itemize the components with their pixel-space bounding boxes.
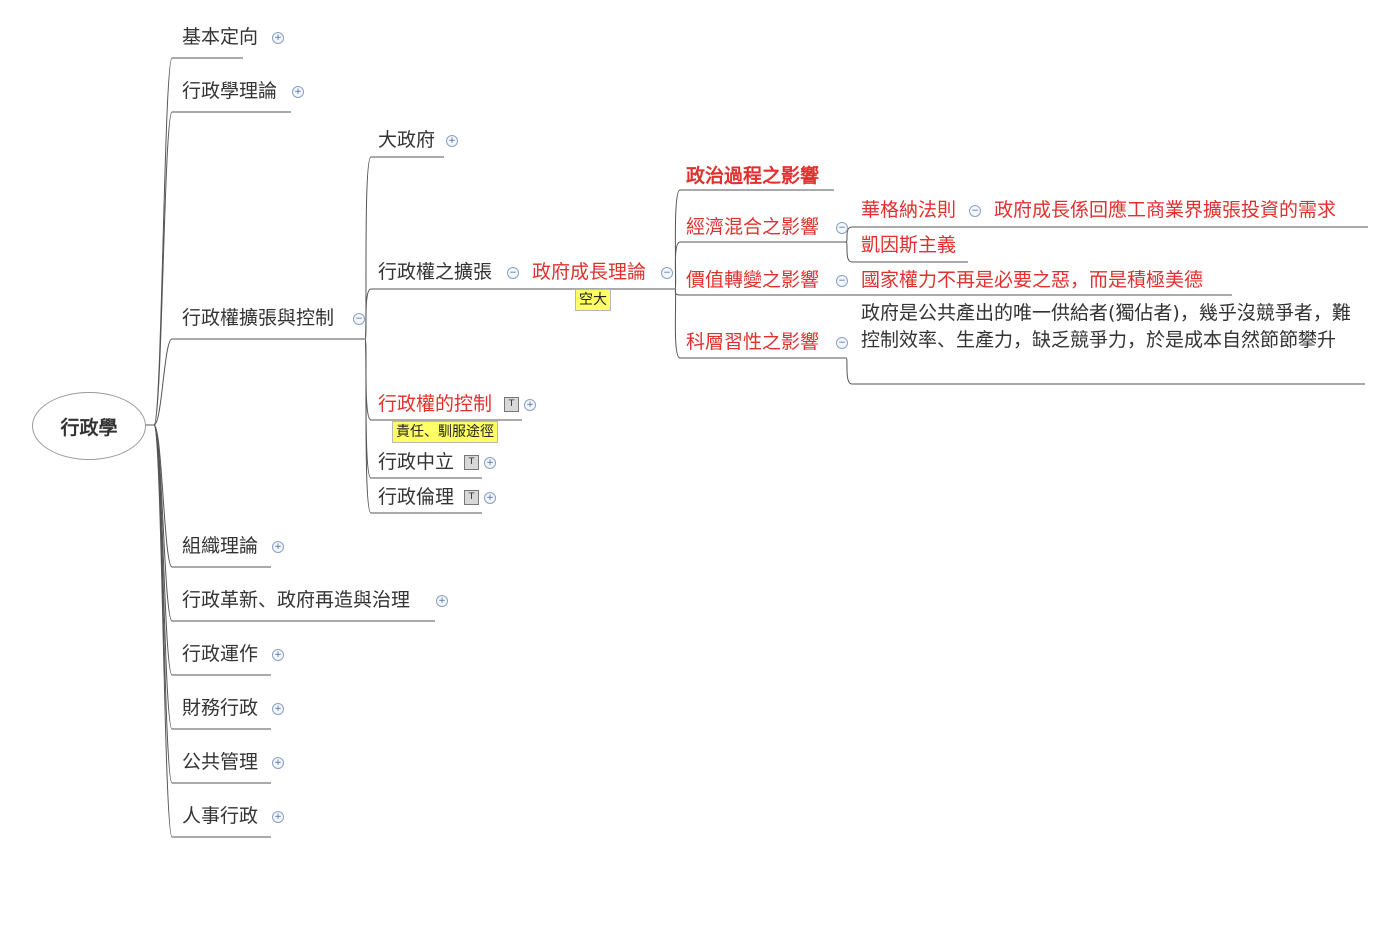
connector-line-l5-0 xyxy=(845,226,980,243)
node-keynesianism[interactable]: 凱因斯主義 xyxy=(861,234,957,256)
connector-line-l4-3 xyxy=(674,288,846,359)
expand-icon[interactable]: + xyxy=(272,811,284,823)
connector-line-l4-1 xyxy=(674,241,846,290)
expand-icon[interactable]: + xyxy=(272,649,284,661)
collapse-icon[interactable]: − xyxy=(661,267,673,279)
node-basic-orientation[interactable]: 基本定向 xyxy=(182,26,259,48)
expand-icon[interactable]: + xyxy=(436,595,448,607)
node-bureaucratic-habit[interactable]: 科層習性之影響 xyxy=(686,331,820,353)
expand-icon[interactable]: + xyxy=(272,541,284,553)
connector-line-l1-0 xyxy=(153,57,243,426)
node-personnel-admin[interactable]: 人事行政 xyxy=(182,805,259,827)
collapse-icon[interactable]: − xyxy=(836,222,848,234)
connector-line-l2-4 xyxy=(364,338,482,514)
node-executive-control[interactable]: 行政權的控制 xyxy=(378,393,493,415)
node-label-tag: 空大 xyxy=(575,289,611,311)
collapse-icon[interactable]: − xyxy=(507,267,519,279)
node-executive-power[interactable]: 行政權擴張與控制 xyxy=(182,307,335,329)
expand-icon[interactable]: + xyxy=(292,86,304,98)
node-mixed-economy[interactable]: 經濟混合之影響 xyxy=(686,216,820,238)
node-big-government[interactable]: 大政府 xyxy=(378,129,436,151)
collapse-icon[interactable]: − xyxy=(836,337,848,349)
connector-line-l5-1 xyxy=(845,241,968,263)
expand-icon[interactable]: + xyxy=(272,32,284,44)
expand-icon[interactable]: + xyxy=(484,492,496,504)
connector-line-l1-6 xyxy=(153,424,271,730)
connector-line-l5-3 xyxy=(845,357,1365,385)
node-admin-reform[interactable]: 行政革新、政府再造與治理 xyxy=(182,589,411,611)
node-value-shift[interactable]: 價值轉變之影響 xyxy=(686,269,820,291)
node-state-power-virtue[interactable]: 國家權力不再是必要之惡，而是積極美德 xyxy=(861,269,1204,291)
connector-line-l1-8 xyxy=(153,424,271,838)
node-government-growth[interactable]: 政府成長理論 xyxy=(532,261,647,283)
expand-icon[interactable]: + xyxy=(272,757,284,769)
connector-line-l2-1 xyxy=(364,288,512,340)
root-node[interactable]: 行政學 xyxy=(32,392,146,460)
node-admin-neutrality[interactable]: 行政中立 xyxy=(378,451,455,473)
collapse-icon[interactable]: − xyxy=(353,313,365,325)
node-admin-theory[interactable]: 行政學理論 xyxy=(182,80,278,102)
node-admin-operation[interactable]: 行政運作 xyxy=(182,643,259,665)
node-financial-admin[interactable]: 財務行政 xyxy=(182,697,259,719)
expand-icon[interactable]: + xyxy=(524,399,536,411)
node-executive-expansion[interactable]: 行政權之擴張 xyxy=(378,261,493,283)
note-icon[interactable]: T xyxy=(504,397,519,412)
collapse-icon[interactable]: − xyxy=(969,205,981,217)
node-government-monopoly[interactable]: 政府是公共產出的唯一供給者(獨佔者)，幾乎沒競爭者，難控制效率、生產力，缺乏競爭… xyxy=(861,302,1351,351)
collapse-icon[interactable]: − xyxy=(836,275,848,287)
node-business-expansion-demand[interactable]: 政府成長係回應工商業界擴張投資的需求 xyxy=(994,199,1337,221)
expand-icon[interactable]: + xyxy=(446,135,458,147)
expand-icon[interactable]: + xyxy=(272,703,284,715)
node-label-tag: 責任、馴服途徑 xyxy=(392,421,498,443)
node-organization-theory[interactable]: 組織理論 xyxy=(182,535,259,557)
connector-line-l2-0 xyxy=(364,156,444,340)
node-political-process[interactable]: 政治過程之影響 xyxy=(686,165,820,187)
connector-line-l1-2 xyxy=(153,338,365,426)
node-admin-ethics[interactable]: 行政倫理 xyxy=(378,486,455,508)
node-public-management[interactable]: 公共管理 xyxy=(182,751,259,773)
note-icon[interactable]: T xyxy=(464,455,479,470)
connector-line-l1-1 xyxy=(153,111,291,426)
node-wagner-law[interactable]: 華格納法則 xyxy=(861,199,957,221)
note-icon[interactable]: T xyxy=(464,490,479,505)
expand-icon[interactable]: + xyxy=(484,457,496,469)
